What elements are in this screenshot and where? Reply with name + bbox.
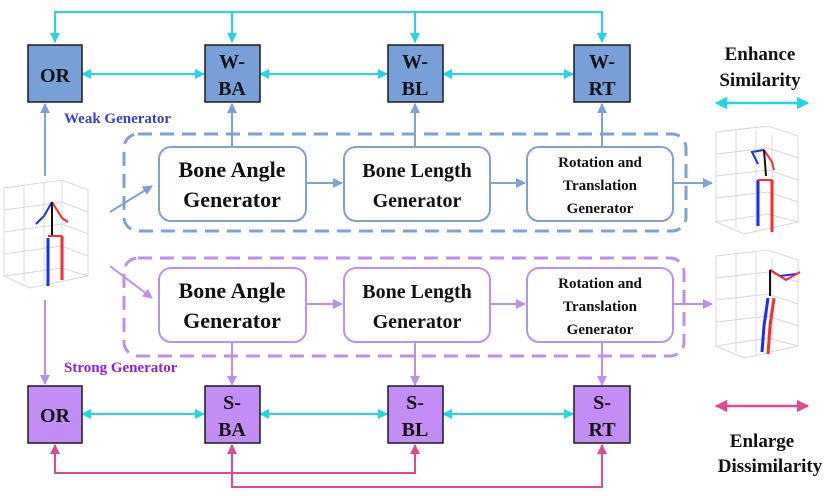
weak-or-box: OR: [27, 44, 83, 103]
strong-rt-box: S- RT: [573, 385, 631, 444]
strong-gen-rt-line1: Rotation and: [558, 276, 642, 292]
strong-generator-group: [122, 256, 686, 358]
weak-or-label: OR: [40, 65, 71, 87]
strong-generator-label: Strong Generator: [64, 360, 178, 376]
strong-bl-box: S- BL: [387, 385, 444, 444]
strong-gen-rt-line3: Generator: [567, 322, 634, 338]
weak-rt-generator: Rotation and Translation Generator: [526, 146, 674, 222]
strong-flow-arrows: [40, 265, 713, 386]
legend-similarity: Enhance Similarity: [714, 44, 810, 110]
strong-gen-length-line2: Generator: [373, 311, 462, 333]
strong-rt-prefix: S-: [593, 392, 611, 414]
weak-gen-rt-line3: Generator: [567, 201, 634, 217]
weak-bone-angle-generator: Bone Angle Generator: [158, 146, 307, 222]
weak-bl-box: W- BL: [387, 44, 444, 103]
weak-bl-prefix: W-: [402, 51, 428, 73]
weak-gen-length-line1: Bone Length: [362, 160, 471, 182]
weak-ba-suffix: BA: [218, 78, 246, 100]
weak-generator-group: [122, 132, 688, 233]
legend-similarity-line1: Enhance: [725, 44, 796, 65]
strong-bone-length-generator: Bone Length Generator: [343, 267, 491, 343]
strong-or-label: OR: [40, 405, 71, 427]
strong-gen-rt-line2: Translation: [563, 299, 638, 315]
weak-similarity-connectors: [50, 11, 607, 79]
weak-rt-suffix: RT: [588, 78, 616, 100]
strong-ba-box: S- BA: [204, 385, 261, 444]
legend-dissimilarity-line2: Dissimilarity: [718, 456, 823, 477]
skeleton-pose-input-icon: [3, 179, 89, 289]
weak-gen-angle-line1: Bone Angle: [179, 157, 286, 182]
weak-rt-prefix: W-: [589, 51, 615, 73]
weak-bl-suffix: BL: [402, 78, 429, 100]
legend-similarity-line2: Similarity: [719, 70, 801, 91]
weak-bone-length-generator: Bone Length Generator: [343, 146, 491, 222]
strong-bl-prefix: S-: [406, 392, 424, 414]
weak-gen-rt-line2: Translation: [563, 178, 638, 194]
strong-bone-angle-generator: Bone Angle Generator: [158, 267, 307, 343]
strong-gen-angle-line2: Generator: [183, 308, 281, 333]
strong-gen-length-line1: Bone Length: [362, 281, 471, 303]
weak-flow-arrows: [40, 103, 713, 213]
weak-ba-prefix: W-: [219, 51, 245, 73]
weak-generator-label: Weak Generator: [64, 111, 171, 127]
legend-dissimilarity-line1: Enlarge: [730, 431, 794, 452]
skeleton-pose-strong-output-icon: [715, 249, 801, 359]
weak-gen-rt-line1: Rotation and: [558, 155, 642, 171]
skeleton-pose-weak-output-icon: [715, 125, 799, 235]
strong-rt-suffix: RT: [588, 419, 616, 441]
strong-bl-suffix: BL: [402, 419, 429, 441]
weak-gen-length-line2: Generator: [373, 190, 462, 212]
strong-or-box: OR: [27, 385, 83, 444]
strong-dissimilarity-connectors: [50, 444, 607, 488]
strong-ba-prefix: S-: [223, 392, 241, 414]
weak-gen-angle-line2: Generator: [183, 187, 281, 212]
weak-rt-box: W- RT: [573, 44, 631, 103]
legend-dissimilarity: Enlarge Dissimilarity: [714, 399, 823, 477]
strong-rt-generator: Rotation and Translation Generator: [526, 267, 674, 343]
strong-gen-angle-line1: Bone Angle: [179, 278, 286, 303]
weak-ba-box: W- BA: [204, 44, 261, 103]
strong-ba-suffix: BA: [218, 419, 246, 441]
